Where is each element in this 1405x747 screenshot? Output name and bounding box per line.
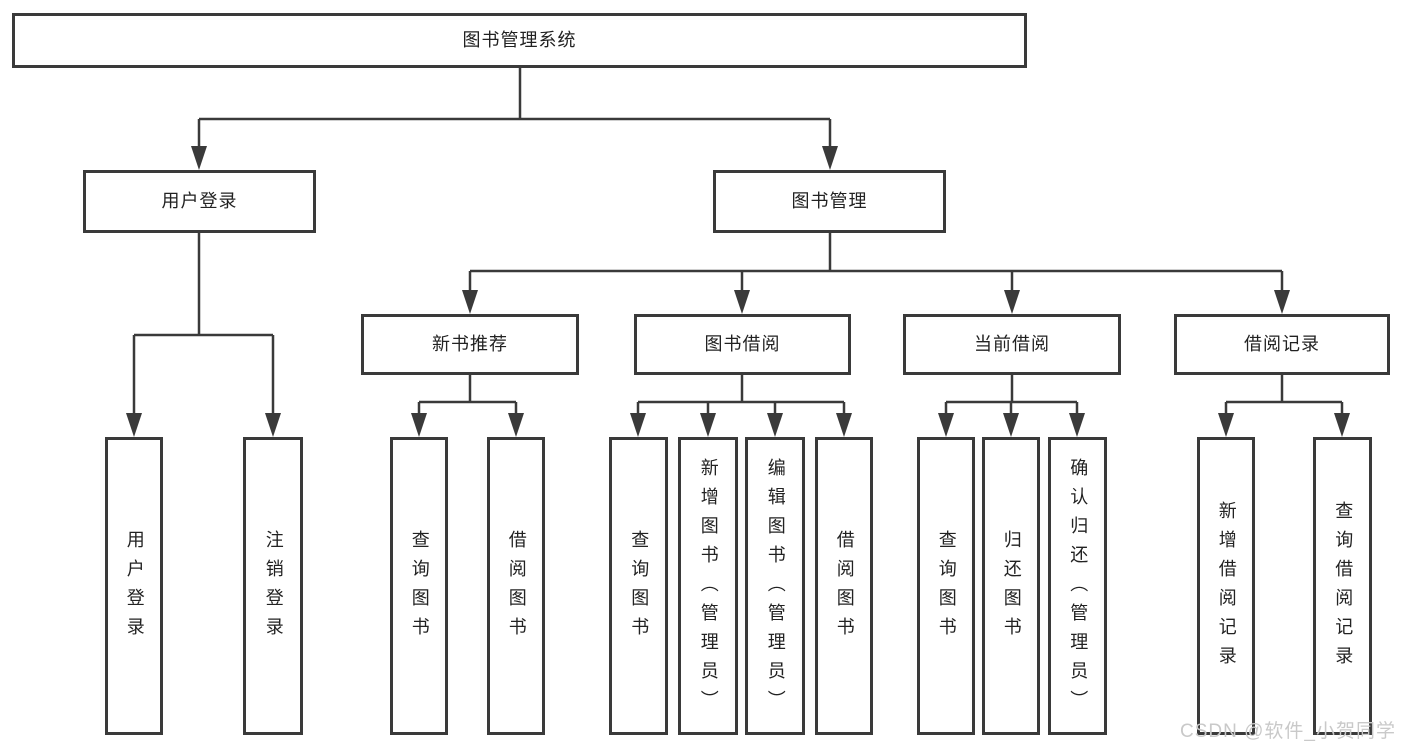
node-user-login-label: 用户登录: [161, 190, 238, 211]
leaf-recommend-query-book: 查询图书: [390, 437, 448, 735]
node-library-system-label: 图书管理系统: [462, 29, 577, 50]
node-library-system: 图书管理系统: [12, 13, 1027, 68]
leaf-confirm-return-admin: 确认归还（管理员）: [1048, 437, 1107, 735]
leaf-return-book: 归还图书: [982, 437, 1040, 735]
node-book-management: 图书管理: [713, 170, 946, 233]
leaf-user-login: 用户登录: [105, 437, 163, 735]
leaf-current-query-book: 查询图书: [917, 437, 975, 735]
leaf-recommend-borrow-book-label: 借阅图书: [506, 530, 527, 646]
leaf-recommend-borrow-book: 借阅图书: [487, 437, 545, 735]
connector-paths: [132, 68, 1344, 418]
leaf-add-borrow-record: 新增借阅记录: [1197, 437, 1255, 735]
leaf-edit-book-admin-label: 编辑图书（管理员）: [765, 457, 786, 719]
leaf-borrow-book-label: 借阅图书: [834, 530, 855, 646]
csdn-watermark: CSDN @软件_小贺同学: [1180, 721, 1396, 742]
node-borrow-record-label: 借阅记录: [1244, 333, 1320, 354]
leaf-borrow-query-book-label: 查询图书: [629, 530, 650, 646]
node-user-login: 用户登录: [83, 170, 316, 233]
arrowheads: [126, 146, 1350, 437]
node-new-book-recommend-label: 新书推荐: [432, 333, 508, 354]
leaf-query-borrow-record: 查询借阅记录: [1313, 437, 1372, 735]
node-book-borrow: 图书借阅: [634, 314, 851, 375]
leaf-add-book-admin-label: 新增图书（管理员）: [698, 457, 719, 719]
leaf-confirm-return-admin-label: 确认归还（管理员）: [1068, 457, 1089, 719]
node-new-book-recommend: 新书推荐: [361, 314, 579, 375]
leaf-recommend-query-book-label: 查询图书: [409, 530, 430, 646]
leaf-user-login-label: 用户登录: [124, 530, 145, 646]
leaf-query-borrow-record-label: 查询借阅记录: [1333, 501, 1354, 675]
leaf-borrow-query-book: 查询图书: [609, 437, 668, 735]
node-book-management-label: 图书管理: [791, 190, 868, 211]
leaf-logout-label: 注销登录: [263, 530, 284, 646]
leaf-edit-book-admin: 编辑图书（管理员）: [745, 437, 805, 735]
leaf-return-book-label: 归还图书: [1001, 530, 1022, 646]
leaf-add-book-admin: 新增图书（管理员）: [678, 437, 738, 735]
node-borrow-record: 借阅记录: [1174, 314, 1390, 375]
leaf-add-borrow-record-label: 新增借阅记录: [1216, 501, 1237, 675]
leaf-logout: 注销登录: [243, 437, 303, 735]
leaf-current-query-book-label: 查询图书: [936, 530, 957, 646]
leaf-borrow-book: 借阅图书: [815, 437, 873, 735]
node-current-borrow-label: 当前借阅: [974, 333, 1050, 354]
node-book-borrow-label: 图书借阅: [704, 333, 781, 354]
node-current-borrow: 当前借阅: [903, 314, 1121, 375]
